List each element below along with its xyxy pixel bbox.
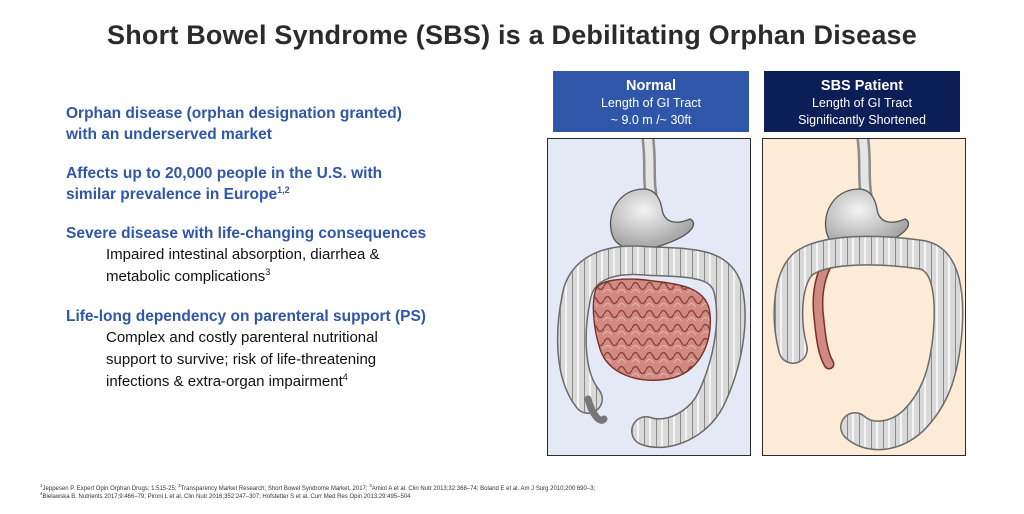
- sbs-gi-tract-drawing: [773, 139, 964, 451]
- bullet-list: Orphan disease (orphan designation grant…: [66, 103, 486, 411]
- sbs-panel-header: SBS Patient Length of GI Tract Significa…: [764, 71, 960, 132]
- stomach-shape: [609, 188, 695, 251]
- small-intestine-shape: [592, 278, 712, 381]
- footnote-marker: 1: [40, 483, 43, 488]
- footnote-line-1: 1Jeppesen P. Expert Opin Orphan Drugs; 1…: [40, 483, 1000, 493]
- bullet-orphan-disease: Orphan disease (orphan designation grant…: [66, 103, 486, 145]
- normal-panel-header: Normal Length of GI Tract ~ 9.0 m /~ 30f…: [553, 71, 749, 132]
- footnote-text: Transparency Market Research; Short Bowe…: [180, 486, 370, 492]
- footnote-marker: 2: [178, 483, 181, 488]
- stomach-shape: [824, 188, 910, 251]
- bullet-heading: Life-long dependency on parenteral suppo…: [66, 308, 426, 325]
- normal-panel-line1: Length of GI Tract: [600, 96, 702, 110]
- footnote-line-2: 4Bielawska B. Nutrients 2017;9:466–79; P…: [40, 491, 1000, 501]
- sbs-panel-line2: Significantly Shortened: [798, 113, 926, 127]
- bullet-heading: Severe disease with life-changing conseq…: [66, 225, 427, 242]
- normal-gi-tract-drawing: [556, 139, 746, 449]
- sbs-gi-tract-illustration: [762, 138, 966, 456]
- normal-gi-tract-illustration: [547, 138, 751, 456]
- bullet-heading-line: Orphan disease (orphan designation grant…: [66, 105, 402, 122]
- footnote-text: Jeppesen P. Expert Opin Orphan Drugs; 1:…: [42, 486, 179, 492]
- bullet-body: Impaired intestinal absorption, diarrhea…: [66, 244, 486, 288]
- sbs-panel-line1: Length of GI Tract: [811, 96, 913, 110]
- bullet-body-line: Complex and costly parenteral nutritiona…: [106, 329, 378, 346]
- footnote-ref: 1,2: [277, 184, 290, 195]
- footnote-ref: 3: [265, 267, 271, 277]
- normal-panel-title: Normal: [626, 78, 676, 94]
- footnote-marker: 3: [369, 483, 372, 488]
- bullet-prevalence: Affects up to 20,000 people in the U.S. …: [66, 163, 486, 205]
- bullet-body-line: infections & extra-organ impairment: [106, 373, 343, 390]
- sbs-panel-title: SBS Patient: [820, 78, 904, 94]
- bullet-body: Complex and costly parenteral nutritiona…: [66, 327, 486, 393]
- footnote-text: Bielawska B. Nutrients 2017;9:466–79; Pi…: [42, 494, 411, 500]
- bullet-heading-line: similar prevalence in Europe: [66, 186, 278, 203]
- footnote-marker: 4: [40, 491, 43, 496]
- footnotes: 1Jeppesen P. Expert Opin Orphan Drugs; 1…: [40, 483, 1000, 501]
- bullet-heading-line: with an underserved market: [66, 126, 272, 143]
- bullet-body-line: metabolic complications: [106, 268, 266, 285]
- normal-panel-line2: ~ 9.0 m /~ 30ft: [610, 113, 692, 127]
- footnote-text: Amiot A et al. Clin Nutr 2013;32:368–74;…: [371, 486, 596, 492]
- bullet-heading: Affects up to 20,000 people in the U.S. …: [66, 163, 486, 205]
- bullet-heading: Orphan disease (orphan designation grant…: [66, 103, 486, 145]
- bullet-severe-disease: Severe disease with life-changing conseq…: [66, 223, 486, 288]
- footnote-ref: 4: [342, 372, 348, 382]
- bullet-heading-line: Affects up to 20,000 people in the U.S. …: [66, 165, 383, 182]
- bullet-parenteral-support: Life-long dependency on parenteral suppo…: [66, 306, 486, 393]
- bullet-body-line: support to survive; risk of life-threate…: [106, 351, 377, 368]
- bullet-body-line: Impaired intestinal absorption, diarrhea…: [106, 246, 380, 263]
- slide-title: Short Bowel Syndrome (SBS) is a Debilita…: [107, 20, 917, 50]
